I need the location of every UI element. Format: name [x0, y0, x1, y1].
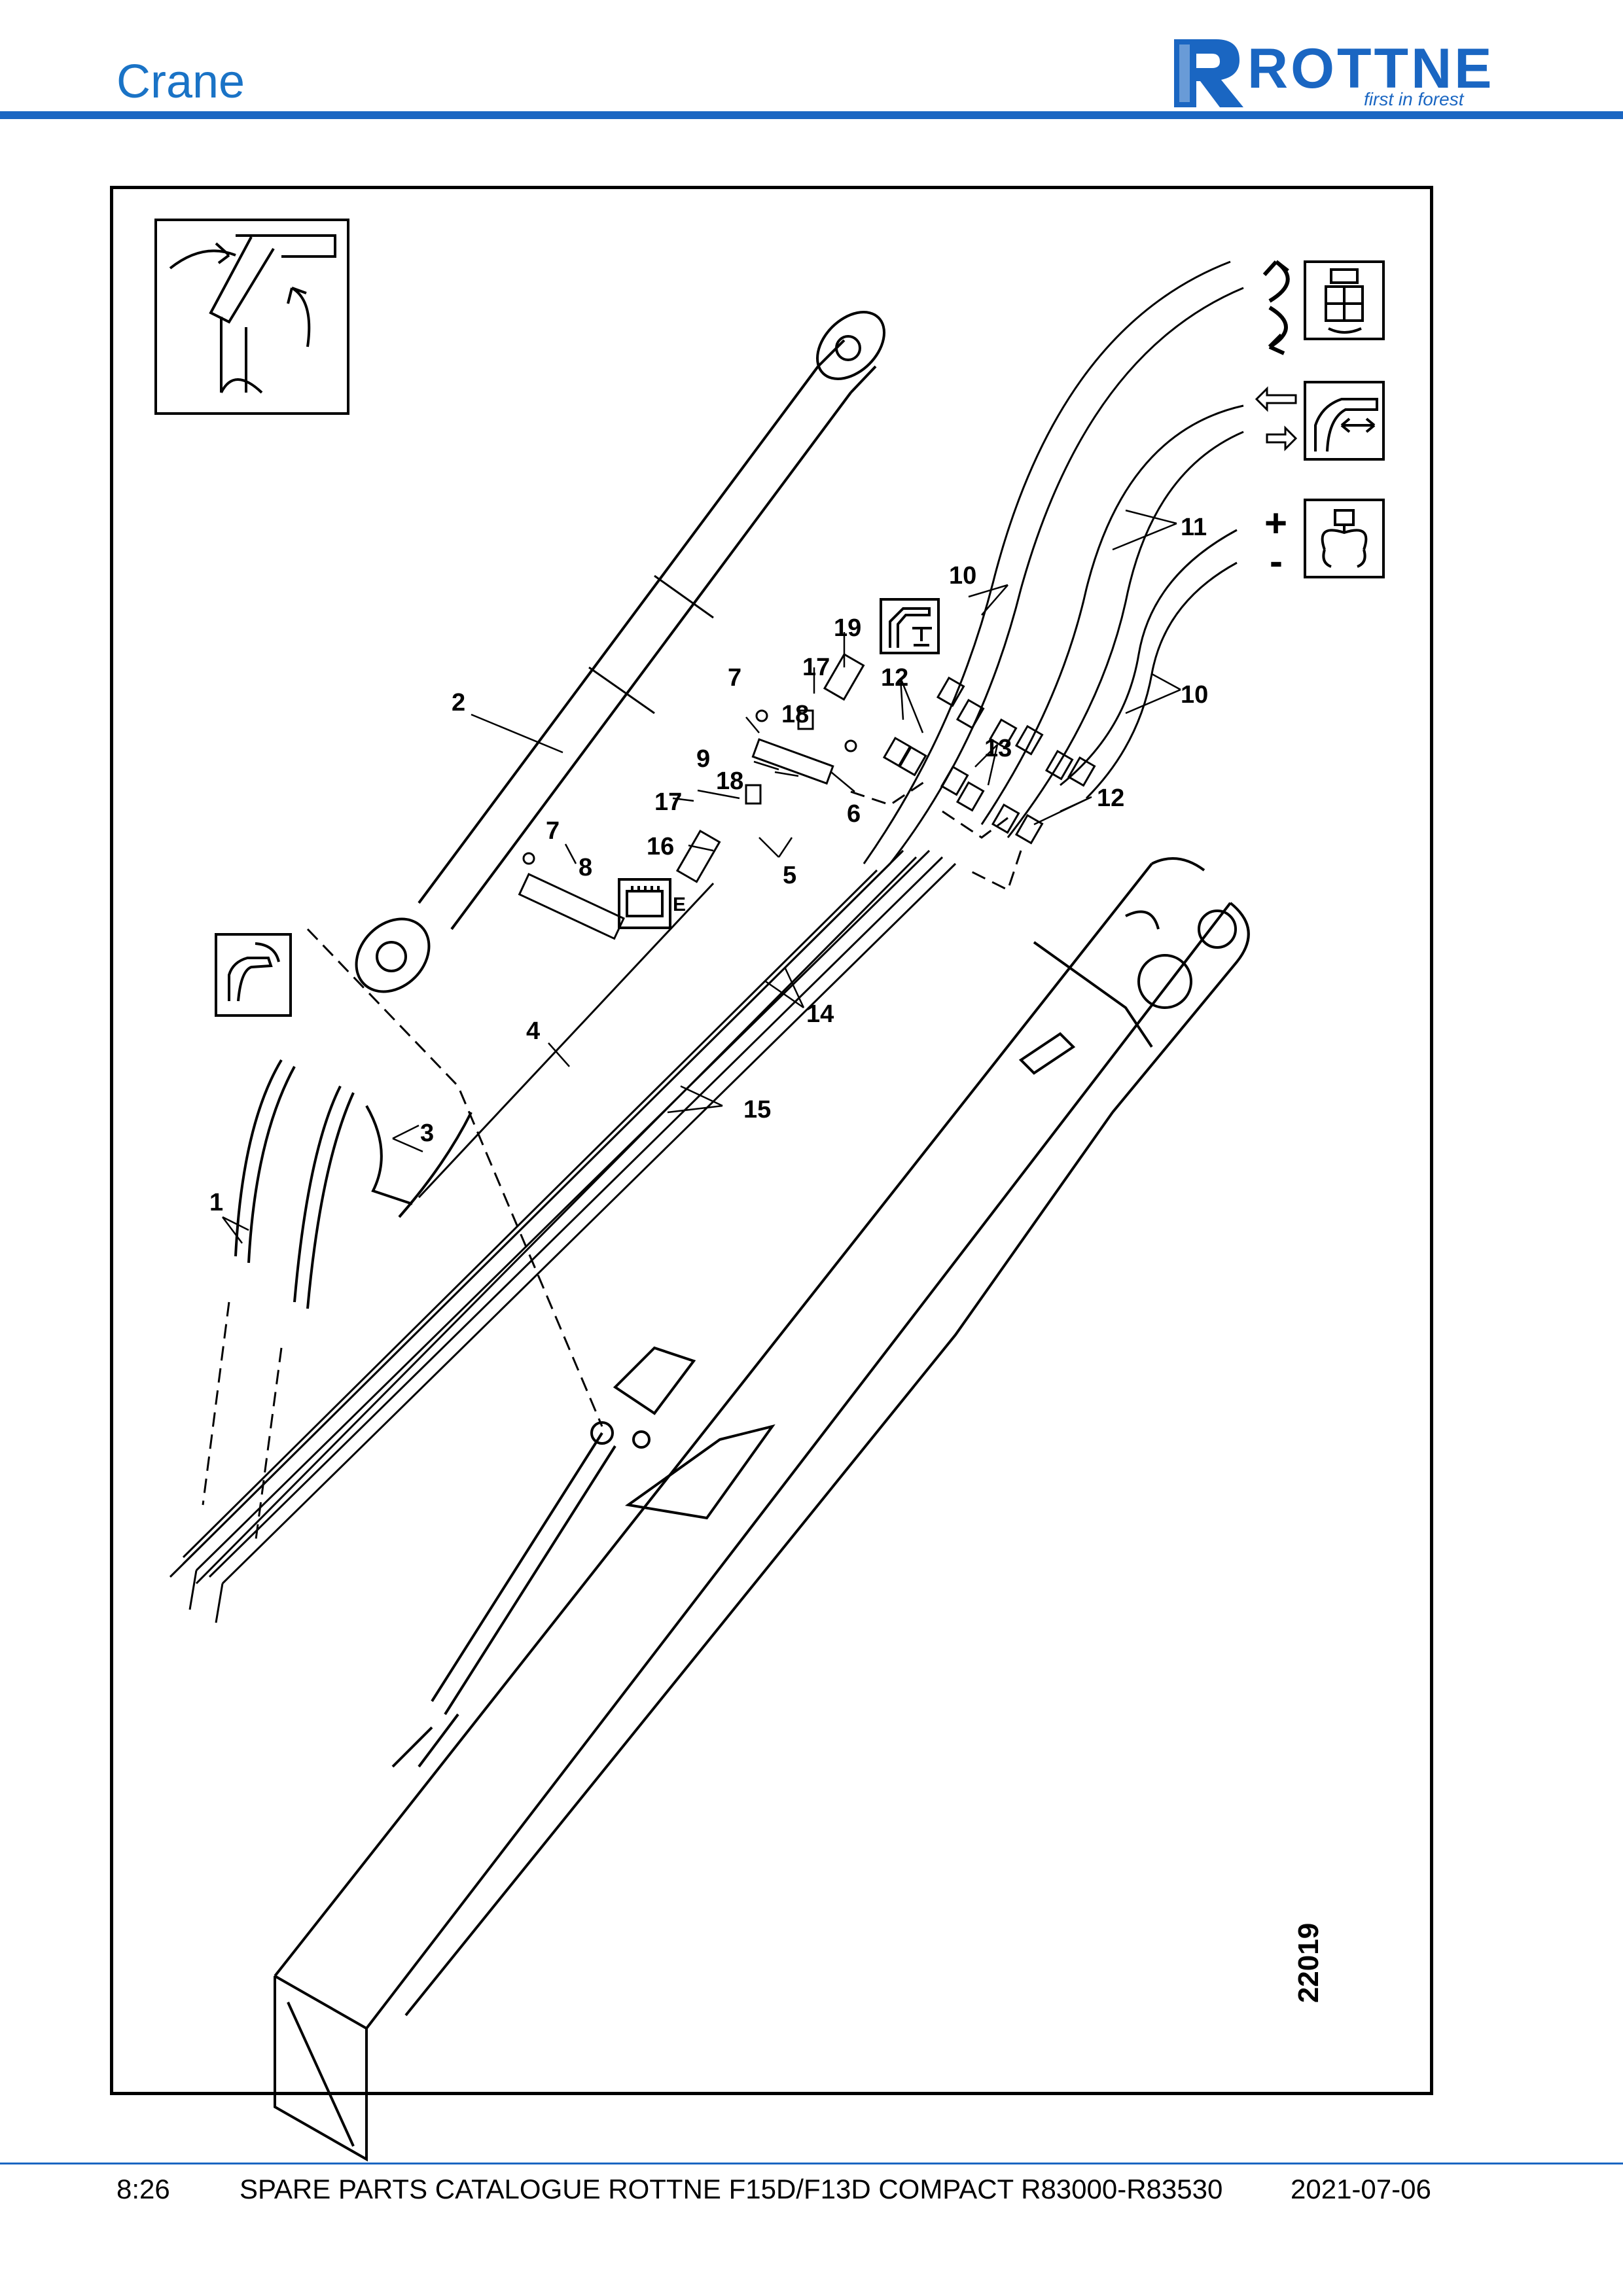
callout-18a: 18: [781, 701, 809, 728]
footer-date: 2021-07-06: [1291, 2174, 1431, 2204]
boom-fold-icon: [154, 219, 349, 415]
footer-divider: [0, 2163, 1623, 2164]
callout-7a: 7: [728, 664, 741, 692]
connector-letter: E: [673, 894, 686, 915]
dash-leaders: [202, 777, 1022, 1545]
callout-19: 19: [834, 614, 861, 642]
callout-15: 15: [743, 1096, 771, 1123]
drawing-number: 22019: [1293, 1922, 1325, 2004]
telescope-arrows-icon: [1255, 386, 1298, 451]
callout-labels: 1 2 3 4 5 6 7 7 8 9 10 10 11 12 12 13 14…: [209, 501, 1287, 1216]
brand-tagline: first in forest: [1364, 89, 1464, 109]
callout-leaders: [222, 509, 1181, 1244]
callout-16: 16: [647, 833, 674, 860]
footer-catalogue-title: SPARE PARTS CATALOGUE ROTTNE F15D/F13D C…: [240, 2174, 1223, 2204]
rottne-logo-icon: [1174, 39, 1243, 107]
hose-bundle: [169, 849, 957, 1623]
callout-17b: 17: [654, 788, 682, 816]
fittings: [518, 652, 1096, 940]
header-divider: [0, 111, 1623, 119]
connector-icon: [618, 878, 671, 929]
callout-10b: 10: [1181, 681, 1208, 709]
tilt-angle-icon: [215, 933, 292, 1017]
callout-18b: 18: [716, 768, 743, 795]
cable-4: [418, 882, 715, 1199]
callout-12a: 12: [881, 664, 908, 692]
callout-3: 3: [420, 1120, 434, 1147]
drawing-frame: [110, 186, 1433, 2095]
boom-cylinder: [355, 311, 885, 993]
callout-4: 4: [526, 1017, 540, 1045]
grapple-icon: [1304, 499, 1385, 578]
callout-5: 5: [783, 862, 796, 889]
brand-name: ROTTNE: [1247, 37, 1495, 100]
minus-symbol: -: [1270, 539, 1283, 583]
crane-tilt-icon: [880, 598, 940, 654]
footer-page-number: 8:26: [116, 2174, 170, 2204]
plus-symbol: +: [1264, 501, 1287, 545]
callout-14: 14: [806, 1000, 834, 1028]
callout-7b: 7: [546, 817, 560, 845]
callout-1: 1: [209, 1189, 223, 1216]
rotate-arrows-icon: [1262, 260, 1290, 355]
telescope-icon: [1304, 381, 1385, 461]
callout-13: 13: [984, 735, 1012, 762]
callout-10a: 10: [949, 562, 976, 590]
callout-17a: 17: [802, 654, 830, 681]
long-hoses: [863, 260, 1244, 864]
callout-9: 9: [696, 745, 710, 773]
callout-6: 6: [847, 800, 861, 828]
callout-11: 11: [1181, 514, 1207, 541]
callout-2: 2: [452, 689, 465, 716]
callout-8: 8: [579, 854, 592, 881]
page-section-title: Crane: [116, 56, 245, 108]
rotator-icon: [1304, 260, 1385, 340]
callout-12b: 12: [1097, 785, 1124, 812]
cylinder-hoses: [234, 1059, 473, 1309]
brand-logo: ROTTNE first in forest: [1170, 34, 1510, 111]
boom-body: [274, 857, 1250, 2162]
